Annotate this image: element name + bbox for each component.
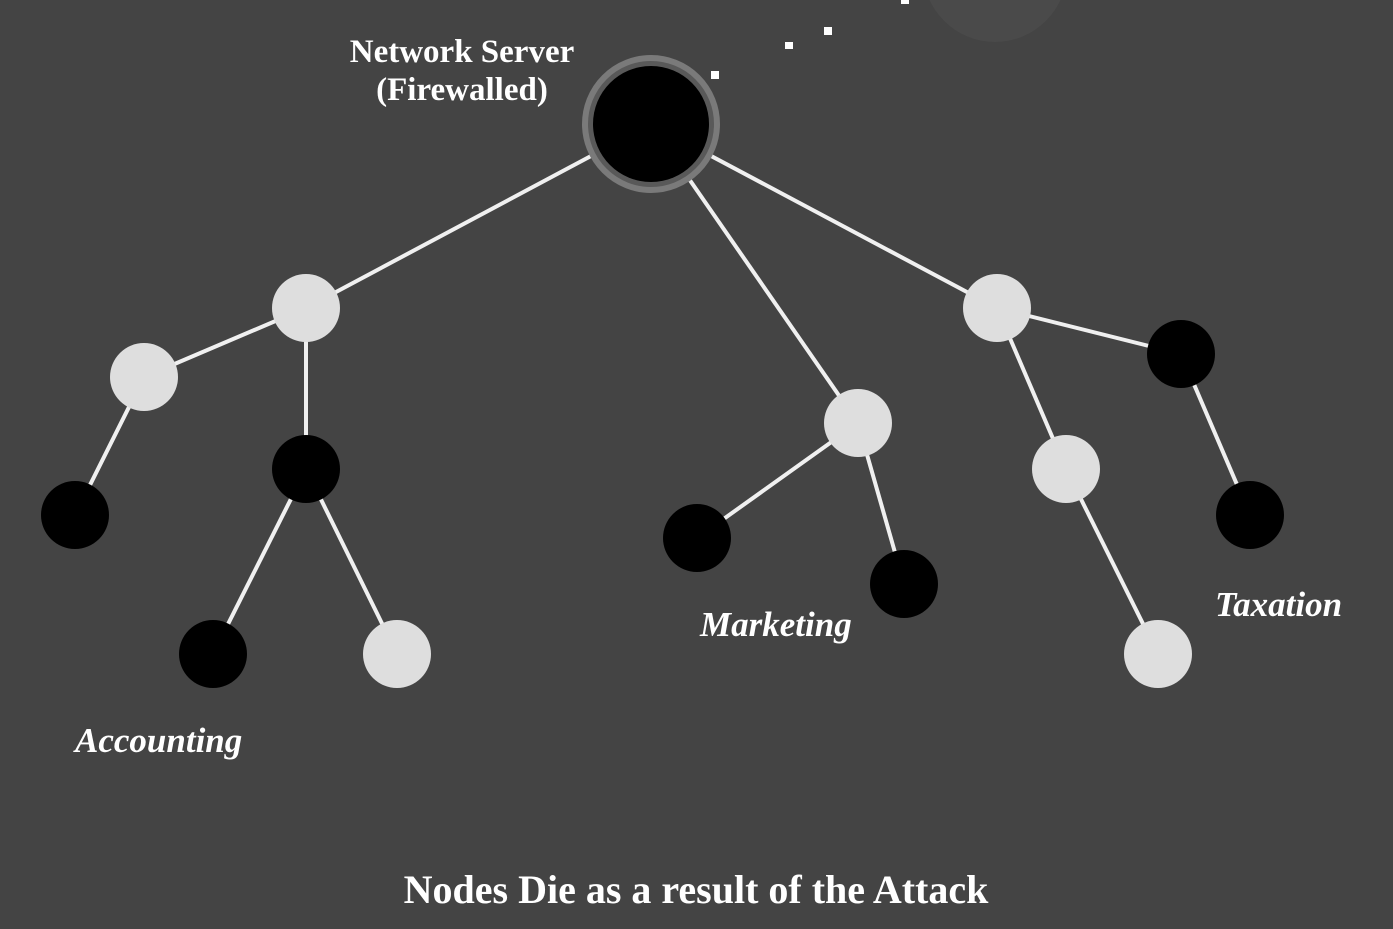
node-tax-hub-alive (963, 274, 1031, 342)
node-mkt-hub-alive (824, 389, 892, 457)
node-tax-right-dead (1147, 320, 1215, 388)
speck (785, 42, 793, 49)
speck (901, 0, 909, 4)
background-glow (929, 0, 1061, 42)
server-label-line2: (Firewalled) (376, 72, 548, 108)
nodes (41, 55, 1284, 688)
diagram-caption: Nodes Die as a result of the Attack (404, 867, 990, 912)
node-acc-left-alive (110, 343, 178, 411)
node-mkt-leaf-1-dead (663, 504, 731, 572)
edge-acc-mid-acc-mid-leaf-1 (211, 468, 308, 655)
edge-acc-mid-acc-mid-leaf-2 (304, 468, 399, 655)
node-acc-left-leaf-dead (41, 481, 109, 549)
node-tax-mid-alive (1032, 435, 1100, 503)
node-mkt-leaf-2-dead (870, 550, 938, 618)
group-label-accounting: Accounting (73, 721, 242, 760)
server-node-dead (593, 66, 709, 182)
node-acc-hub-alive (272, 274, 340, 342)
node-acc-mid-leaf-2-alive (363, 620, 431, 688)
node-acc-mid-dead (272, 435, 340, 503)
speck (711, 71, 719, 79)
edge-tax-mid-tax-mid-leaf (1064, 468, 1160, 655)
debris-specks (711, 0, 909, 79)
group-label-taxation: Taxation (1215, 585, 1342, 624)
node-tax-right-leaf-dead (1216, 481, 1284, 549)
server-label-line1: Network Server (350, 34, 575, 70)
group-label-marketing: Marketing (699, 605, 852, 644)
node-acc-mid-leaf-1-dead (179, 620, 247, 688)
speck (824, 27, 832, 35)
node-tax-mid-leaf-alive (1124, 620, 1192, 688)
